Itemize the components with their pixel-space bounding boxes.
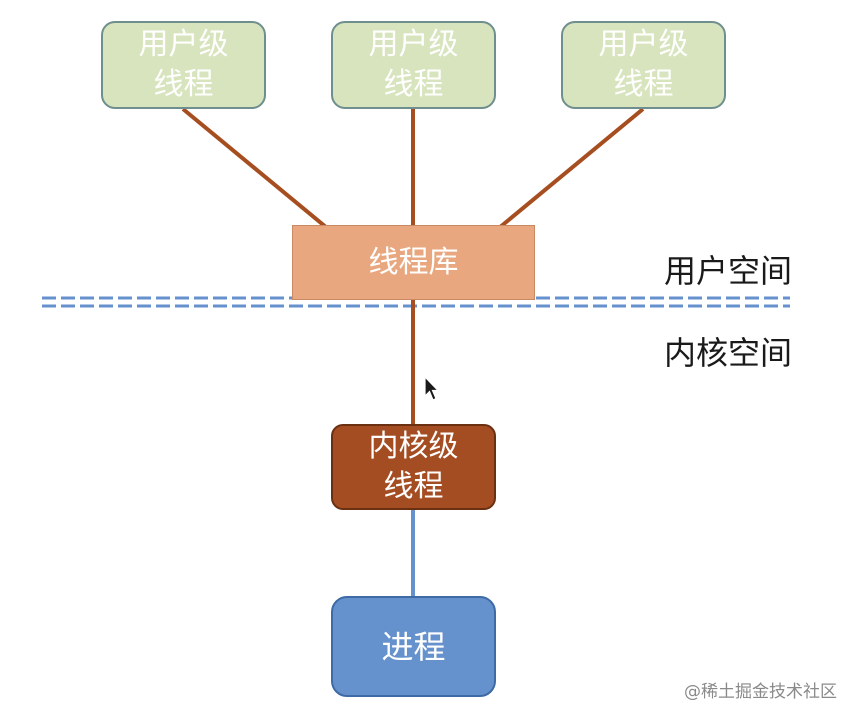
user-thread-label: 用户级 线程 xyxy=(598,27,689,102)
user-thread-label: 用户级 线程 xyxy=(138,27,229,102)
user-thread-label: 用户级 线程 xyxy=(368,27,459,102)
user-thread-box-1: 用户级 线程 xyxy=(101,21,266,109)
thread-library-label: 线程库 xyxy=(368,244,459,280)
thread-library-box: 线程库 xyxy=(292,225,535,300)
mouse-pointer-icon xyxy=(424,376,440,401)
user-thread-box-2: 用户级 线程 xyxy=(331,21,496,109)
user-space-label: 用户空间 xyxy=(664,252,793,290)
kernel-thread-label: 内核级 线程 xyxy=(368,429,459,504)
kernel-thread-box: 内核级 线程 xyxy=(331,424,496,510)
user-thread-box-3: 用户级 线程 xyxy=(561,21,726,109)
watermark: @稀土掘金技术社区 xyxy=(684,682,837,702)
process-box: 进程 xyxy=(331,596,496,697)
process-label: 进程 xyxy=(381,627,446,666)
kernel-space-label: 内核空间 xyxy=(664,334,793,372)
